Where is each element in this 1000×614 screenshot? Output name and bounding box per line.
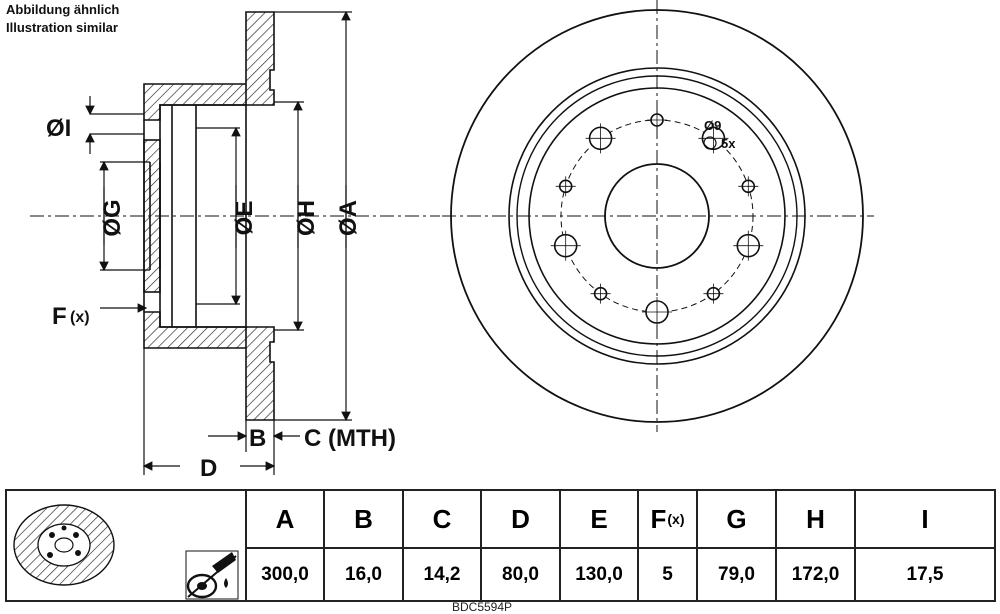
wheel-bolt-hole — [550, 230, 581, 261]
label-b: B — [249, 425, 266, 452]
lower-friction-ring — [143, 311, 275, 421]
wheel-bolt-hole — [585, 123, 616, 154]
value-a: 300,0 — [261, 563, 309, 585]
header-f-letter: F — [650, 503, 667, 534]
hat-edge-inner — [516, 75, 798, 357]
no-oil-icon — [185, 550, 239, 600]
value-h: 172,0 — [791, 563, 840, 585]
fixing-hole — [647, 110, 667, 130]
header-g: G — [698, 491, 775, 549]
hub-outline — [528, 87, 786, 345]
value-d: 80,0 — [502, 563, 539, 585]
header-i: I — [856, 491, 994, 549]
label-f: F — [52, 303, 67, 330]
wheel-bolt-hole — [642, 297, 672, 327]
col-i: I 17,5 — [854, 491, 994, 600]
bolt-holes — [550, 110, 764, 327]
fixing-hole — [738, 176, 759, 197]
col-g: G 79,0 — [696, 491, 775, 600]
dimension-table: A 300,0 B 16,0 C 14,2 D 80,0 E 130,0 F(x) 5 G 7… — [5, 489, 996, 602]
header-e: E — [561, 491, 637, 549]
col-d: D 80,0 — [480, 491, 559, 600]
fixing-hole — [703, 283, 724, 304]
upper-friction-ring — [143, 11, 275, 121]
part-code: BDC5594P — [452, 600, 513, 614]
hole-symbol — [703, 136, 717, 150]
hat-edge-outer — [508, 67, 806, 365]
header-f: F(x) — [639, 491, 696, 549]
label-c: C (MTH) — [304, 425, 396, 452]
value-g: 79,0 — [718, 563, 755, 585]
label-dia-h: ØH — [293, 200, 320, 236]
value-i: 17,5 — [906, 563, 944, 585]
label-f-suffix: (x) — [70, 309, 90, 326]
label-dia-e: ØE — [231, 201, 258, 236]
header-d: D — [482, 491, 559, 549]
disc-front-view: Ø9 5x — [442, 0, 874, 432]
col-e: E 130,0 — [559, 491, 637, 600]
hole-count-label: 5x — [721, 136, 736, 151]
col-h: H 172,0 — [775, 491, 854, 600]
header-a: A — [247, 491, 323, 549]
header-h: H — [777, 491, 854, 549]
value-c: 14,2 — [423, 563, 461, 585]
header-c: C — [404, 491, 480, 549]
value-b: 16,0 — [345, 563, 382, 585]
header-b: B — [325, 491, 402, 549]
label-d: D — [200, 455, 217, 482]
value-f: 5 — [662, 563, 673, 585]
disc-section-view: ØI ØG ØE ØH ØA F (x) B C (MTH) D — [30, 10, 440, 482]
value-e: 130,0 — [575, 563, 623, 585]
col-f: F(x) 5 — [637, 491, 696, 600]
table-icon-cell — [7, 491, 245, 600]
fixing-hole — [555, 176, 576, 197]
fixing-hole — [590, 283, 611, 304]
outer-rim — [450, 9, 864, 423]
hole-size-label: Ø9 — [704, 118, 721, 133]
label-dia-g: ØG — [99, 199, 126, 236]
brake-disc-icon — [13, 504, 115, 586]
wheel-bolt-hole — [733, 230, 764, 261]
center-bore — [604, 163, 710, 269]
col-c: C 14,2 — [402, 491, 480, 600]
col-b: B 16,0 — [323, 491, 402, 600]
label-dia-a: ØA — [335, 200, 362, 236]
note-german: Abbildung ähnlich — [6, 2, 120, 17]
note-english: Illustration similar — [6, 20, 118, 35]
col-a: A 300,0 — [245, 491, 323, 600]
label-dia-i: ØI — [46, 115, 71, 142]
header-f-suffix: (x) — [667, 511, 685, 527]
